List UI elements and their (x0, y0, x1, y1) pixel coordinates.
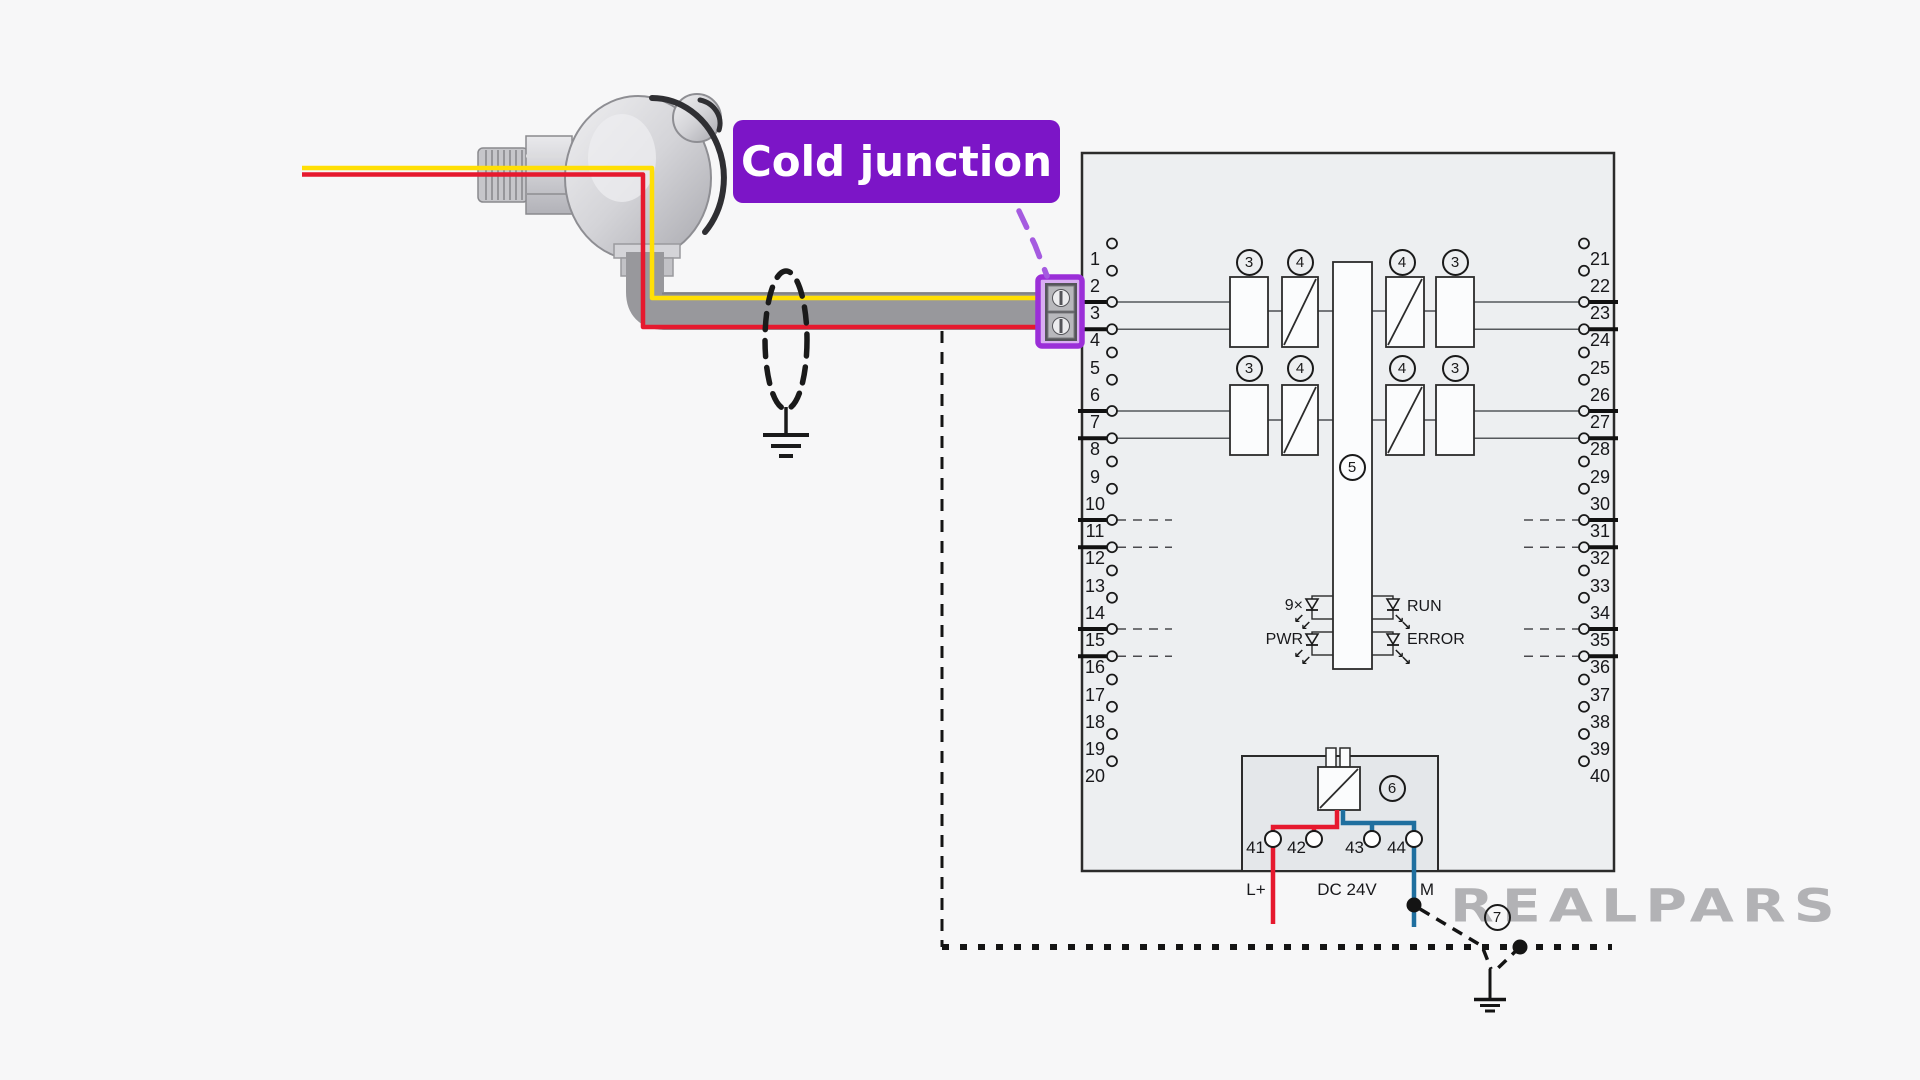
terminal-point (1106, 323, 1118, 336)
earth-junction-dot (1512, 939, 1528, 955)
shield-clamp-ground (762, 268, 810, 458)
terminal-point (1106, 432, 1118, 445)
yellow-wire (302, 165, 1058, 301)
terminal-point (1578, 700, 1590, 713)
power-section (1241, 747, 1439, 927)
terminal-point (1106, 455, 1118, 468)
svg-text:↘: ↘ (1394, 647, 1405, 662)
lplus-wire (1270, 810, 1340, 924)
cold-junction-terminal (1035, 274, 1085, 349)
shield-drain-lines (940, 331, 1612, 950)
compensation-cable (626, 252, 1046, 330)
terminal-point (1106, 700, 1118, 713)
terminal-point (1106, 755, 1118, 768)
svg-text:↙: ↙ (1301, 619, 1312, 634)
terminal-point (1106, 264, 1118, 277)
led-diode-icon: ↙↙ (1294, 633, 1320, 669)
led-diode-icon: ↘↘ (1385, 598, 1412, 634)
terminal-point (1578, 432, 1590, 445)
terminal-point (1578, 755, 1590, 768)
terminal-point (1106, 591, 1118, 604)
thermocouple-sensor (477, 93, 727, 277)
led-diode-icon: ↘↘ (1385, 633, 1412, 669)
svg-text:↘: ↘ (1401, 654, 1412, 669)
terminal-point (1106, 482, 1118, 495)
terminal-point (1578, 591, 1590, 604)
svg-text:↙: ↙ (1301, 654, 1312, 669)
terminal-point (1578, 346, 1590, 359)
terminal-point (1106, 514, 1118, 526)
svg-text:↘: ↘ (1394, 612, 1405, 627)
callout-pointer (1016, 208, 1050, 279)
led-symbols: ↙↙↘↘↙↙↘↘ (1294, 598, 1412, 669)
terminal-point (1578, 673, 1590, 686)
brand-logo: REALPARS (1450, 880, 1843, 933)
terminal-point (1106, 373, 1118, 386)
terminal-point (1578, 405, 1590, 417)
terminal-point (1578, 455, 1590, 468)
red-wire (302, 172, 1058, 330)
clamp-ellipse-icon (762, 268, 810, 412)
terminal-point (1106, 541, 1118, 554)
terminal-point (1106, 623, 1118, 635)
led-diode-icon: ↙↙ (1294, 598, 1320, 634)
terminal-rows (1078, 237, 1618, 768)
svg-text:↙: ↙ (1294, 647, 1305, 662)
terminal-point (1578, 373, 1590, 386)
thermocouple-wires (302, 165, 1058, 330)
terminal-point (1106, 673, 1118, 686)
central-block (1332, 261, 1373, 670)
m-junction-dot (1406, 897, 1422, 913)
terminal-point (1578, 541, 1590, 554)
terminal-point (1106, 650, 1118, 663)
terminal-point (1578, 264, 1590, 277)
terminal-point (1106, 346, 1118, 359)
terminal-point (1578, 650, 1590, 663)
terminal-point (1578, 514, 1590, 526)
svg-text:↙: ↙ (1294, 612, 1305, 627)
terminal-point (1578, 564, 1590, 577)
terminal-point (1578, 323, 1590, 336)
m-wire (1340, 810, 1417, 927)
terminal-point (1578, 482, 1590, 495)
terminal-point (1578, 728, 1590, 740)
terminal-point (1578, 237, 1590, 250)
terminal-point (1106, 296, 1118, 308)
functional-earth (1419, 907, 1528, 1013)
terminal-point (1106, 237, 1118, 250)
terminal-point (1106, 405, 1118, 417)
svg-text:↘: ↘ (1401, 619, 1412, 634)
terminal-point (1106, 728, 1118, 740)
terminal-point (1578, 623, 1590, 635)
terminal-point (1106, 564, 1118, 577)
terminal-point (1578, 296, 1590, 308)
